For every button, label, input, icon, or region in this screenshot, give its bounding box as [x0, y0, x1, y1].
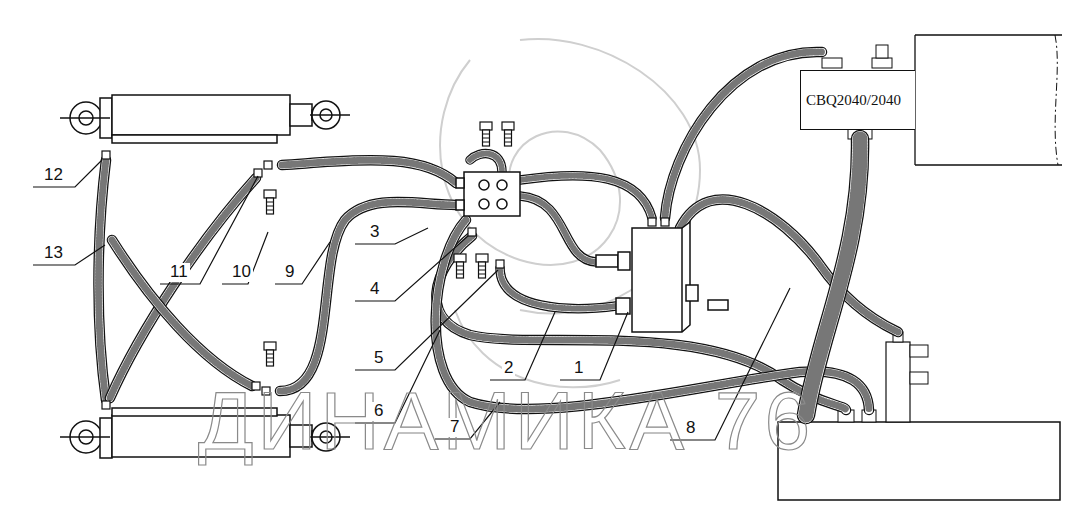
callout-number: 11 [168, 263, 190, 282]
pump-housing [915, 35, 1062, 165]
callout-number: 3 [368, 223, 381, 242]
hose [500, 268, 616, 309]
control-valve [456, 172, 520, 216]
hose [282, 160, 456, 183]
hose [99, 160, 107, 400]
pump-label: CBQ2040/2040 [806, 92, 915, 109]
hose [520, 196, 596, 262]
hose [665, 52, 822, 218]
callout-number: 2 [502, 359, 515, 378]
hose [112, 240, 252, 386]
callout-number: 7 [448, 418, 461, 437]
callout-number: 9 [283, 263, 296, 282]
callout-number: 4 [368, 280, 381, 299]
hose [280, 202, 456, 391]
callout-number: 5 [372, 349, 385, 368]
hose [806, 139, 860, 415]
watermark: ДИНАМИКА 76 [198, 380, 814, 462]
callout-number: 8 [684, 419, 697, 438]
callout-number: 12 [42, 166, 65, 185]
break-line [1055, 35, 1058, 165]
pump-box: CBQ2040/2040 [800, 70, 915, 130]
flow-divider [596, 222, 728, 332]
hose-group [99, 52, 899, 415]
hose [470, 154, 502, 172]
fasteners [102, 122, 669, 409]
callout-number: 13 [42, 244, 65, 263]
hose [110, 178, 256, 398]
callout-number: 10 [230, 263, 253, 282]
hydraulic-cylinder [60, 95, 350, 143]
hose [680, 200, 898, 332]
callout-number: 1 [572, 359, 585, 378]
callout-number: 6 [372, 402, 385, 421]
